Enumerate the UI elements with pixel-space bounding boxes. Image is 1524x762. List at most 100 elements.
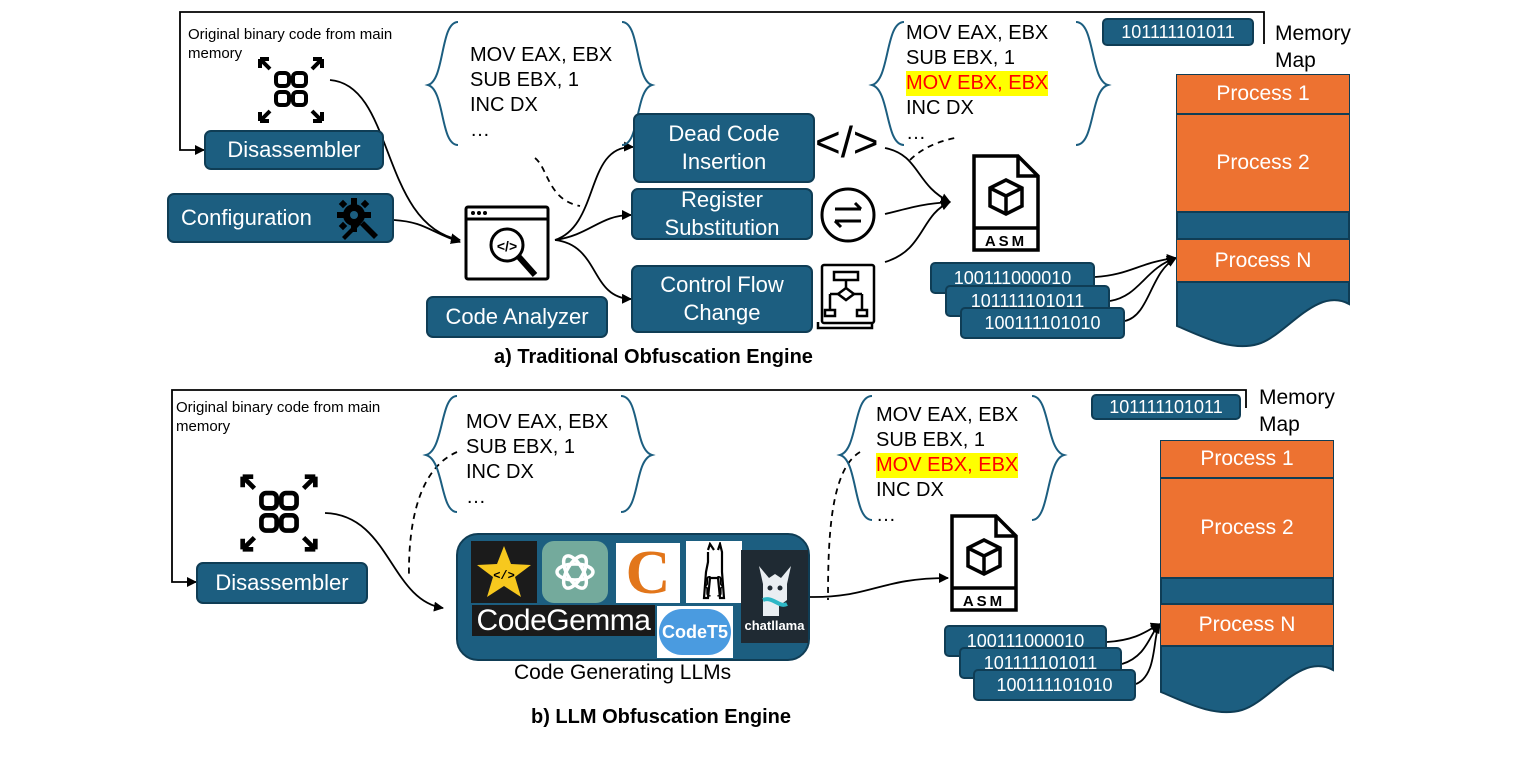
- code-line-inserted: MOV EBX, EBX: [876, 453, 1019, 478]
- process-n-bottom: Process N: [1161, 603, 1333, 647]
- codegemma-logo: CodeGemma: [472, 603, 655, 637]
- code-line: INC DX: [466, 461, 534, 483]
- arrow-icon-to-llm: [324, 512, 444, 612]
- dashed-output-to-llm: [827, 451, 861, 601]
- codet5-logo: CodeT5: [657, 606, 733, 658]
- llm-caption: Code Generating LLMs: [514, 661, 732, 684]
- arrow-analyzer-to-register: [554, 210, 632, 241]
- llama-outline-icon: { }: [702, 542, 726, 600]
- section-title-traditional: a) Traditional Obfuscation Engine: [494, 346, 813, 368]
- code-line: …: [466, 486, 486, 508]
- chatllama-text: chatllama: [744, 618, 805, 633]
- dashed-code-to-analyzer: [534, 157, 581, 207]
- c-letter-text: C: [625, 539, 671, 607]
- arrow-deadcode-to-asm: [884, 147, 951, 203]
- binary-chip-1-bottom: 100111000010: [944, 625, 1107, 657]
- asm-label: ASM: [963, 593, 1005, 610]
- source-note-top: Original binary code from main memory: [188, 26, 393, 62]
- brace-right-bottom-in: [620, 395, 656, 513]
- code-line: MOV EAX, EBX: [906, 22, 1049, 44]
- star-code-text: </>: [493, 569, 515, 583]
- c-letter-logo: C: [616, 539, 680, 607]
- chatllama-logo: chatllama: [741, 550, 808, 643]
- arrow-controlflow-to-asm: [884, 201, 951, 263]
- memory-map-word: Memory: [1275, 22, 1351, 45]
- codet5-cloud: CodeT5: [659, 609, 731, 655]
- register-substitution-box: Register Substitution: [631, 187, 813, 240]
- dashed-code-to-llm: [408, 451, 458, 579]
- arrow-icon-to-analyzer: [329, 79, 461, 244]
- source-note-bottom: Original binary code from main memory: [176, 399, 381, 435]
- codegemma-text: CodeGemma: [476, 603, 651, 637]
- star-code-logo: </>: [471, 541, 537, 603]
- chatllama-head-icon: [758, 566, 791, 616]
- codet5-text: CodeT5: [661, 621, 728, 642]
- arrow-llm-to-asm: [809, 573, 949, 598]
- brace-left-top-in: [424, 21, 459, 146]
- code-line: …: [906, 122, 926, 144]
- brace-right-bottom-out: [1031, 395, 1068, 521]
- code-line: MOV EAX, EBX: [876, 404, 1019, 426]
- code-line: …: [876, 504, 896, 526]
- brace-right-top-out: [1075, 21, 1112, 146]
- gear-wrench-icon: [337, 198, 378, 240]
- arrow-analyzer-to-controlflow: [554, 239, 632, 304]
- arrow-bin2-to-procN: [1109, 256, 1177, 302]
- code-line: MOV EAX, EBX: [470, 44, 613, 66]
- memory-map-label-top: Memory Map: [1275, 20, 1351, 74]
- openai-knot-icon: [555, 554, 595, 590]
- flowchart-document-icon: [816, 263, 876, 330]
- arrow-bin3-to-procN-b: [1135, 623, 1161, 685]
- process-n-top: Process N: [1177, 238, 1349, 283]
- expand-arrows-icon: [240, 474, 318, 552]
- code-line: INC DX: [876, 479, 944, 501]
- arrow-bin3-to-procN: [1124, 257, 1177, 322]
- binary-top-chip: 101111101011: [1102, 18, 1254, 46]
- control-flow-change-box: Control Flow Change: [631, 265, 813, 333]
- code-analyzer-icon: </>: [464, 205, 550, 281]
- binary-chip-3-bottom: 100111101010: [973, 669, 1136, 701]
- code-listing-input-top: MOV EAX, EBX SUB EBX, 1 INC DX …: [470, 43, 612, 143]
- section-title-llm: b) LLM Obfuscation Engine: [531, 706, 791, 728]
- code-line-inserted: MOV EBX, EBX: [906, 71, 1049, 96]
- code-line: INC DX: [906, 97, 974, 119]
- process-1-bottom: Process 1: [1161, 441, 1333, 479]
- disassembler-box-bottom: Disassembler: [196, 562, 368, 604]
- code-listing-output-bottom: MOV EAX, EBX SUB EBX, 1 MOV EBX, EBX INC…: [876, 403, 1019, 528]
- brace-left-bottom-in: [422, 395, 458, 513]
- code-line: SUB EBX, 1: [470, 69, 579, 91]
- brace-left-top-out: [868, 21, 905, 146]
- code-listing-output-top: MOV EAX, EBX SUB EBX, 1 MOV EBX, EBX INC…: [906, 21, 1049, 146]
- arrow-bin1-to-procN-b: [1106, 622, 1161, 643]
- code-line: SUB EBX, 1: [906, 47, 1015, 69]
- memory-map-word: Map: [1275, 49, 1316, 72]
- arrow-analyzer-to-deadcode: [554, 141, 634, 241]
- asm-file-icon: ASM: [950, 514, 1018, 612]
- code-line: SUB EBX, 1: [876, 429, 985, 451]
- process-1-top: Process 1: [1177, 75, 1349, 115]
- brace-left-bottom-out: [836, 395, 873, 521]
- llama-braces-logo: { }: [686, 541, 742, 603]
- memory-map-word: Memory: [1259, 386, 1335, 409]
- asm-file-icon: ASM: [972, 154, 1040, 252]
- configuration-label: Configuration: [181, 205, 312, 230]
- expand-arrows-icon: [258, 57, 324, 123]
- feedback-line-top: [179, 11, 1265, 155]
- disassembler-box: Disassembler: [204, 130, 384, 170]
- code-tag-icon: </>: [815, 118, 879, 167]
- star-icon: </>: [477, 546, 531, 597]
- code-line: MOV EAX, EBX: [466, 411, 609, 433]
- memory-map-label-bottom: Memory Map: [1259, 384, 1335, 438]
- llama-braces-text: { }: [704, 572, 725, 597]
- code-analyzer-box: Code Analyzer: [426, 296, 608, 338]
- code-line: SUB EBX, 1: [466, 436, 575, 458]
- arrow-config-to-analyzer: [393, 219, 461, 244]
- analyzer-tag-text: </>: [497, 238, 517, 254]
- swap-arrows-icon: [820, 187, 876, 243]
- code-listing-input-bottom: MOV EAX, EBX SUB EBX, 1 INC DX …: [466, 410, 608, 510]
- code-line: …: [470, 119, 490, 141]
- dashed-output-to-asm: [909, 137, 956, 161]
- process-2-bottom: Process 2: [1161, 479, 1333, 579]
